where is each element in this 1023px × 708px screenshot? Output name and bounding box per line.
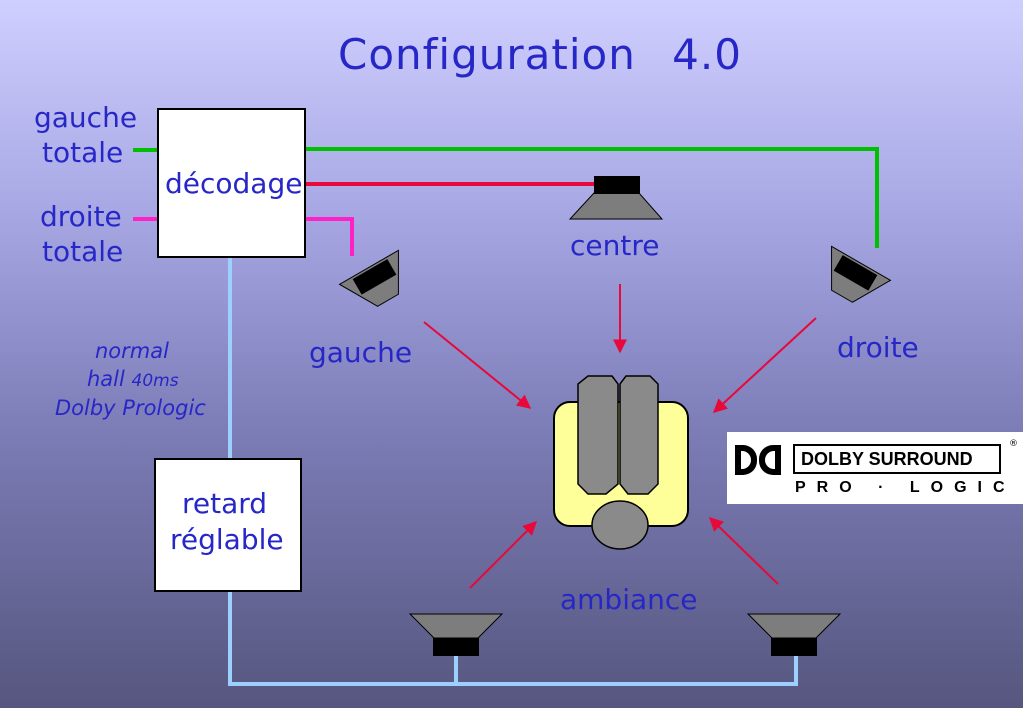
delay-label-line1: retard <box>182 487 268 520</box>
registered-mark: ® <box>1009 439 1018 449</box>
dolby-surround-logo: DOLBY SURROUND ® PRO · LOGIC <box>727 432 1023 504</box>
surround-speaker-right <box>746 613 842 656</box>
speaker-label-center: centre <box>570 229 660 262</box>
delay-mode-hall-time: 40ms <box>131 371 179 391</box>
surround-speaker-left <box>408 613 504 656</box>
input-label-right-line2: totale <box>42 235 124 268</box>
arrow-surround-right <box>708 517 779 585</box>
delay-label-line2: réglable <box>170 523 284 556</box>
input-label-left-line1: gauche <box>34 101 138 134</box>
delay-mode-hall-word: hall <box>87 367 125 391</box>
delay-mode-normal: normal <box>95 339 169 363</box>
wire-blue-surround-2 <box>228 592 798 686</box>
arrow-surround-left <box>469 521 537 589</box>
right-speaker <box>831 245 892 303</box>
input-label-right-line1: droite <box>40 200 122 233</box>
listener-icon <box>553 375 689 550</box>
speaker-label-right: droite <box>837 331 919 364</box>
dolby-surround-text: DOLBY SURROUND <box>793 444 1001 474</box>
delay-mode-hall: hall 40ms <box>87 369 179 390</box>
arrow-left <box>423 321 532 409</box>
page-title: Configuration 4.0 <box>338 30 742 79</box>
arrow-right <box>712 317 817 413</box>
delay-block: retard réglable <box>154 458 302 592</box>
left-speaker <box>338 249 399 307</box>
decoding-label: décodage <box>165 167 303 200</box>
delay-mode-dolby: Dolby Prologic <box>55 396 206 420</box>
speaker-label-left: gauche <box>309 336 413 369</box>
pro-logic-text: PRO · LOGIC <box>795 479 1016 496</box>
center-speaker <box>568 176 664 220</box>
wire-green-right <box>306 147 879 248</box>
wire-magenta-left <box>306 217 354 256</box>
dolby-double-d-icon <box>735 445 781 475</box>
decoding-block: décodage <box>157 108 306 258</box>
speaker-label-surround: ambiance <box>560 583 698 616</box>
input-label-left-line2: totale <box>42 136 124 169</box>
